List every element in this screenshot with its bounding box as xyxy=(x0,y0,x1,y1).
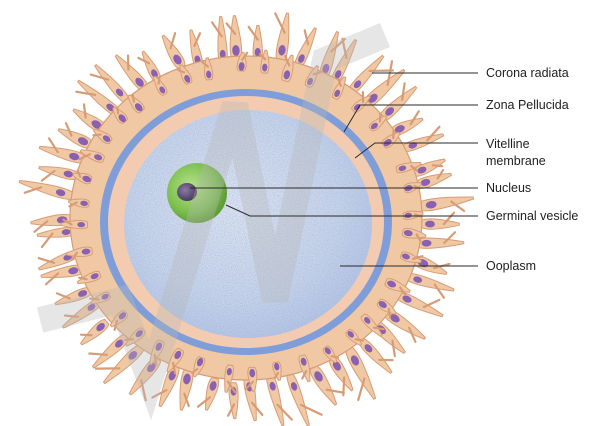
follicle-cell xyxy=(267,373,284,425)
follicle-cell-process xyxy=(89,354,107,355)
follicle-cell xyxy=(417,197,473,211)
label-corona-radiata: Corona radiata xyxy=(486,66,569,80)
labels: Corona radiata Zona Pellucida Vitelline … xyxy=(486,66,578,273)
follicle-cell xyxy=(406,273,454,291)
label-vitelline-line1: Vitelline xyxy=(486,137,530,151)
label-ooplasm: Ooplasm xyxy=(486,259,536,273)
follicle-cell-process xyxy=(433,165,442,166)
follicle-cell-process xyxy=(79,278,86,280)
follicle-cell xyxy=(39,146,86,163)
follicle-cell-process xyxy=(159,77,160,84)
follicle-cell xyxy=(58,129,92,148)
label-nucleus: Nucleus xyxy=(486,181,531,195)
follicle-cell-process xyxy=(117,108,118,113)
follicle-cell-process xyxy=(332,356,338,357)
follicle-cell-process xyxy=(356,339,363,340)
follicle-cell xyxy=(394,291,443,317)
follicle-cell xyxy=(310,366,337,405)
follicle-cell xyxy=(19,180,74,199)
follicle-cell xyxy=(81,319,109,344)
follicle-cell-process xyxy=(133,95,134,102)
follicle-cell-nucleus xyxy=(425,221,435,228)
label-vitelline-line2: membrane xyxy=(486,154,546,168)
follicle-cell-process xyxy=(93,135,100,136)
label-zona-pellucida: Zona Pellucida xyxy=(486,98,569,112)
follicle-cell-process xyxy=(374,328,384,329)
follicle-cell-process xyxy=(389,309,390,318)
label-germinal-vesicle: Germinal vesicle xyxy=(486,209,578,223)
